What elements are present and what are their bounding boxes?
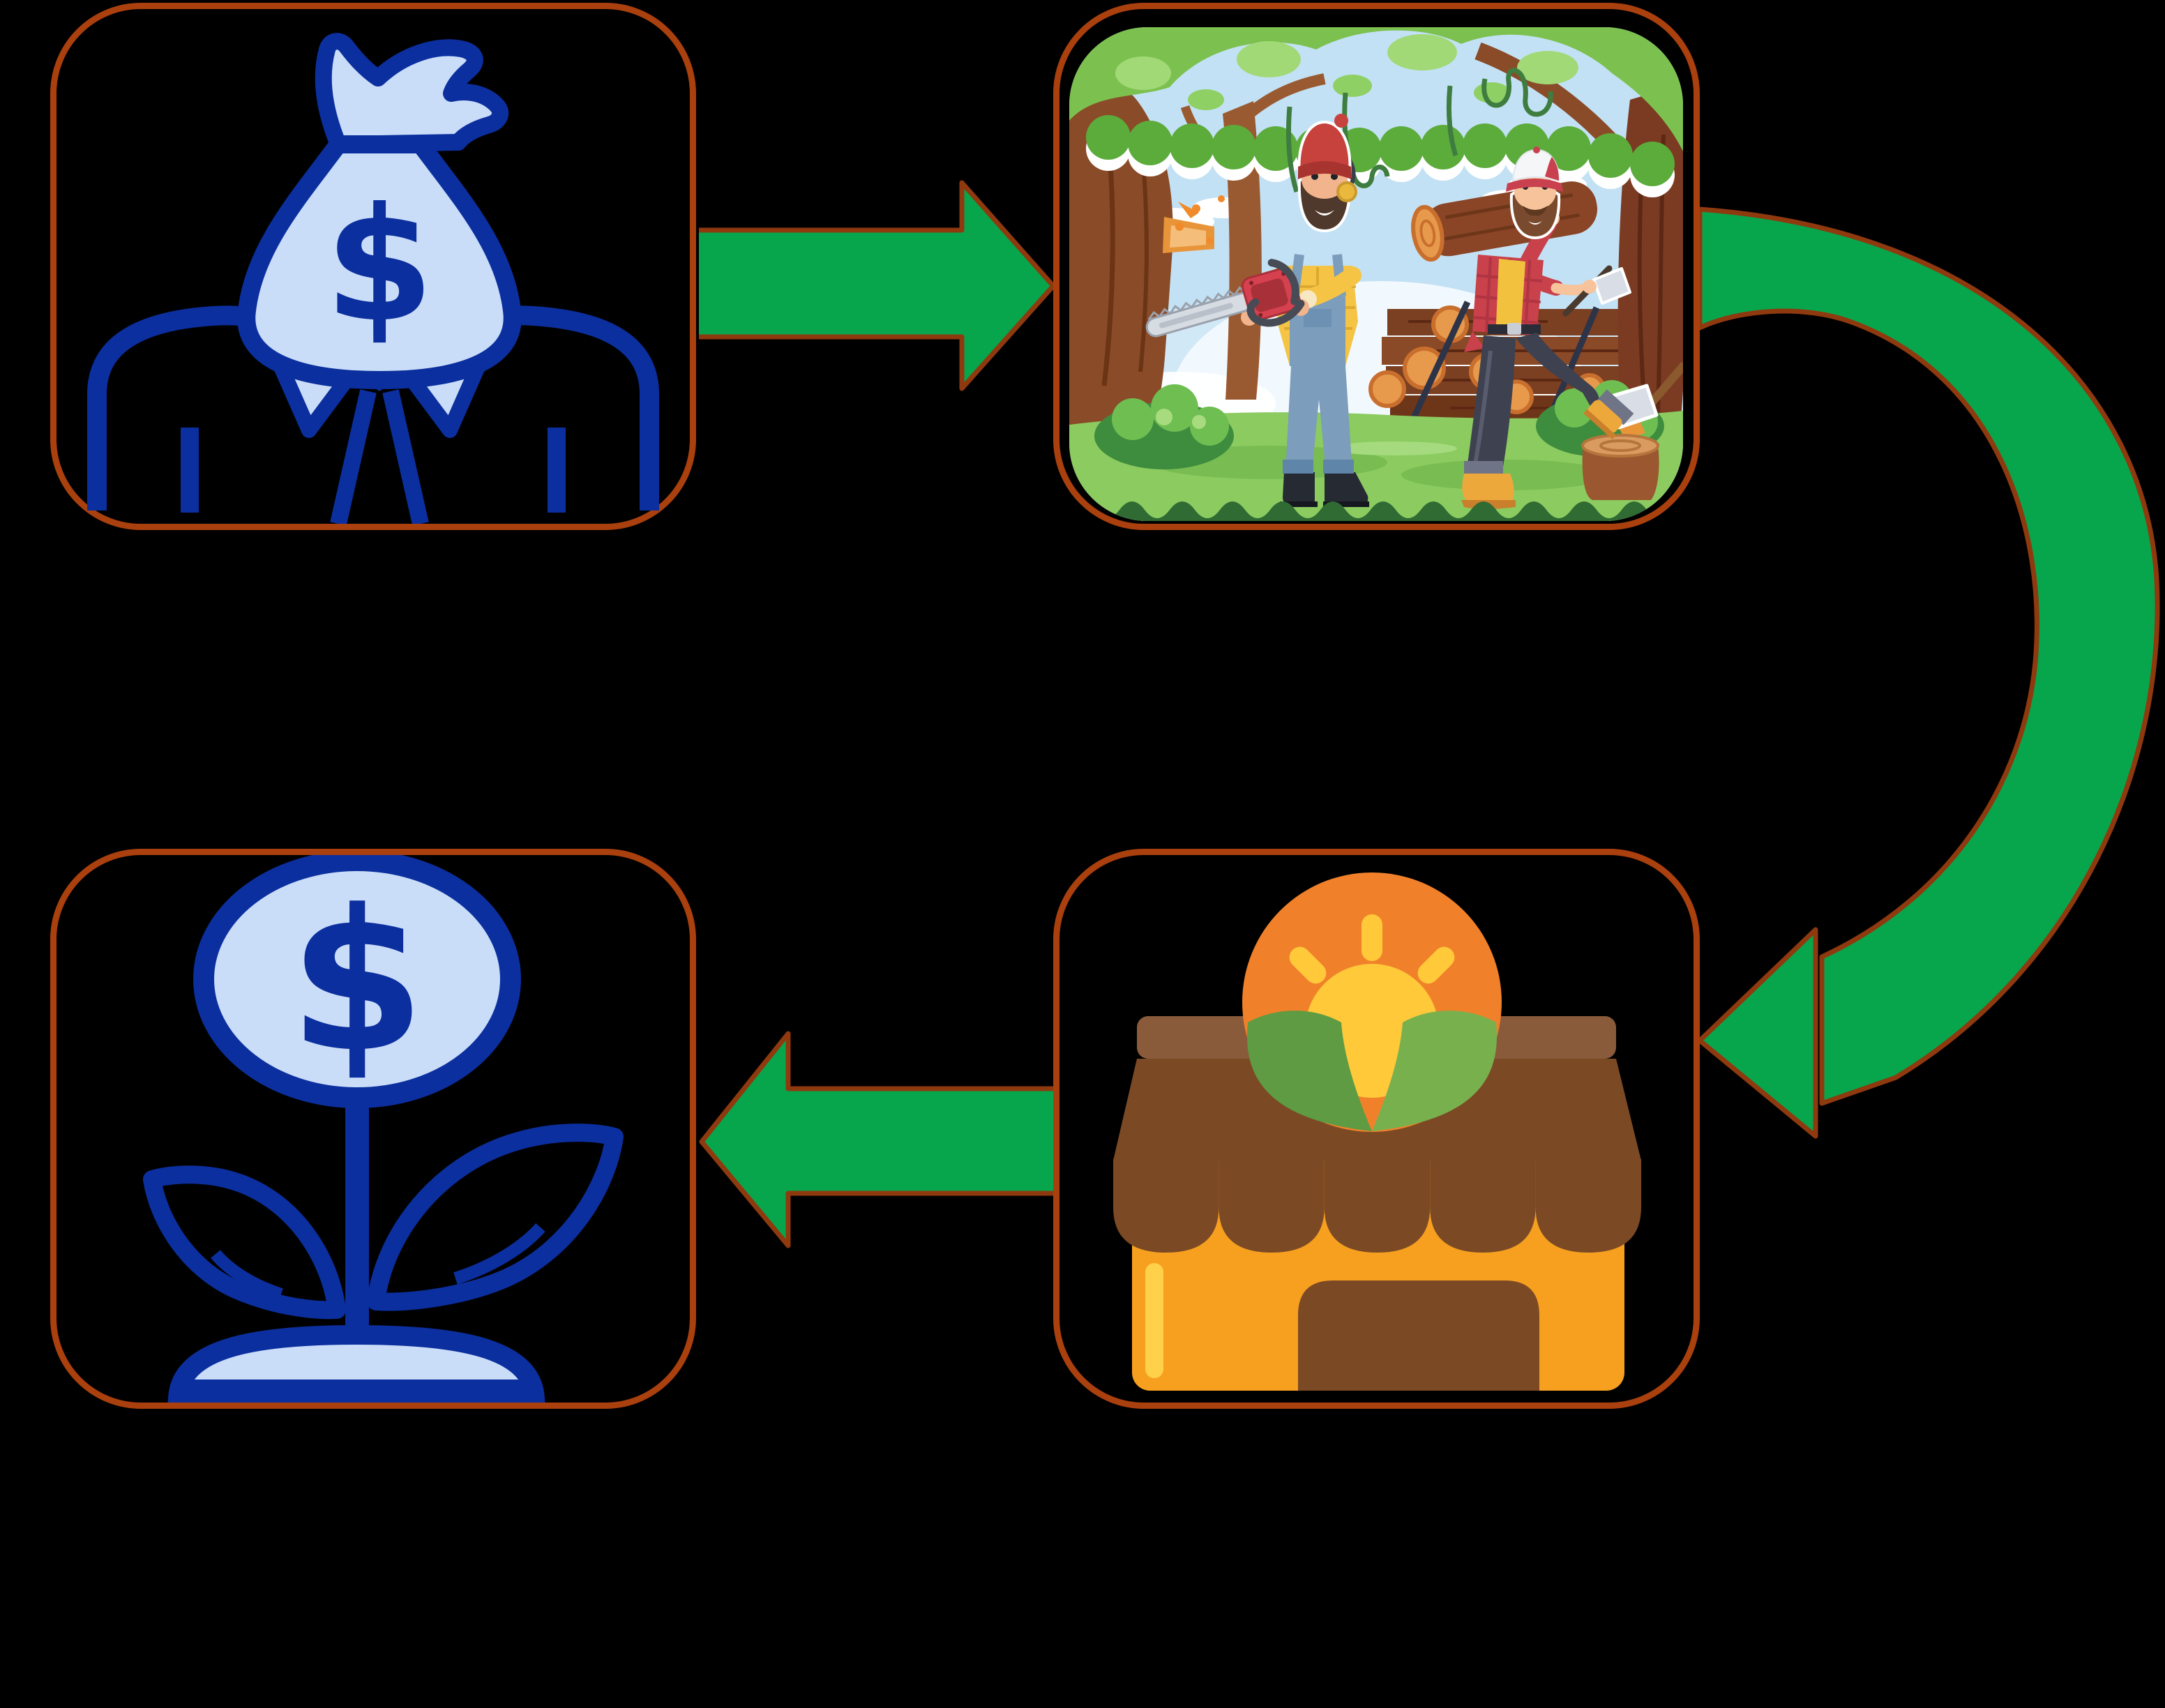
- axe-icon: [1592, 267, 1631, 305]
- dollar-sign: $: [325, 174, 435, 357]
- shop-door: [1298, 1280, 1539, 1391]
- raised-boot: [1583, 400, 1622, 440]
- sun-leaves-badge: [1242, 872, 1502, 1132]
- investor-pocket-tick-right: [548, 428, 566, 513]
- plant-leaves: [143, 1124, 624, 1320]
- money-bag-icon: $: [237, 33, 522, 389]
- leaf-left-icon: [1246, 1011, 1372, 1131]
- chainsaw-icon: [1145, 259, 1305, 338]
- bush-left: [1094, 384, 1234, 469]
- ear-muff-icon: [1336, 181, 1357, 202]
- stump-with-axe: [1581, 362, 1683, 500]
- grass-fringe: [1069, 501, 1683, 521]
- awning-scallops: [1113, 1159, 1641, 1253]
- flow-node-growth: $: [50, 849, 696, 1409]
- arrow-market-to-growth: [699, 1031, 1055, 1248]
- wood-chips: [1175, 195, 1225, 244]
- baseball-cap-icon: [1506, 146, 1563, 192]
- plant-mound: [167, 1324, 545, 1403]
- arrow-logging-to-market: [1697, 206, 2160, 1139]
- hanging-vines: [1285, 68, 1553, 193]
- lumberjack-chainsaw: [1145, 114, 1369, 507]
- farm-shop-icon: [1113, 872, 1641, 1391]
- investor-pocket-tick-left: [181, 428, 199, 513]
- flow-node-market: [1053, 849, 1700, 1409]
- lumberjacks-logging-illustration: [1069, 27, 1683, 521]
- sun-rays: [1289, 914, 1455, 984]
- dollar-sign: $: [289, 868, 425, 1096]
- arrow-capital-to-logging: [699, 180, 1056, 391]
- money-plant-icon: $: [143, 855, 624, 1403]
- shop-highlight-stripe: [1145, 1263, 1163, 1378]
- plant-stem: [345, 1092, 369, 1343]
- money-bag-investor-icon: $: [87, 33, 659, 524]
- flow-node-capital: $: [50, 3, 696, 530]
- lumberjack-carrying-log: [1411, 146, 1634, 509]
- dollar-coin-icon: $: [193, 855, 521, 1108]
- leaf-right-icon: [1372, 1011, 1498, 1131]
- flow-node-logging: [1053, 3, 1700, 530]
